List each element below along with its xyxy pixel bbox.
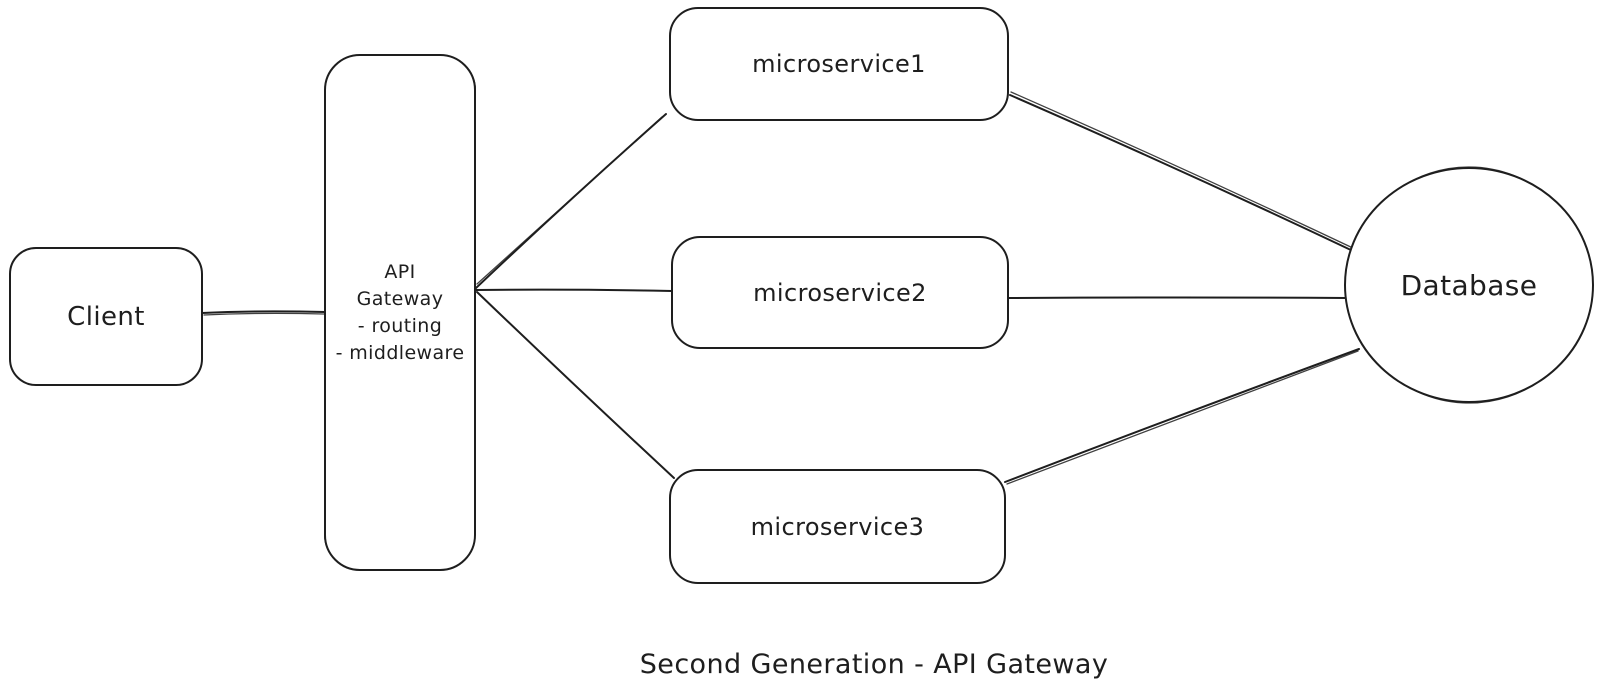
edge-client-to-gateway-sketch — [203, 312, 325, 316]
edge-gateway-to-microservice2 — [475, 288, 673, 292]
edge-gateway-to-microservice1-sketch — [476, 116, 663, 285]
edge-microservice3-to-database — [1004, 348, 1360, 483]
microservice3-box — [669, 469, 1006, 584]
microservice2-box — [671, 236, 1009, 349]
edge-gateway-to-microservice1 — [475, 113, 667, 289]
edge-microservice1-to-database — [1009, 94, 1354, 252]
edge-microservice1-to-database-sketch — [1010, 91, 1356, 250]
edge-gateway-to-microservice3 — [476, 291, 675, 479]
microservice1-box — [669, 7, 1009, 121]
node-group — [9, 7, 1594, 584]
client-box — [9, 247, 203, 386]
edge-microservice2-to-database — [1007, 296, 1348, 299]
edge-group — [201, 91, 1360, 485]
database-circle — [1344, 167, 1594, 403]
edge-client-to-gateway — [201, 310, 326, 314]
api-gateway-box — [324, 54, 476, 571]
edge-microservice3-to-database-sketch — [1006, 350, 1359, 485]
